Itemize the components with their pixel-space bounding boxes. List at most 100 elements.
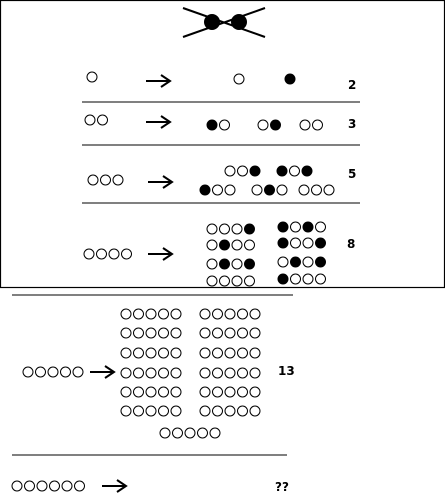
filled-circle [301,165,313,177]
outcome-row-3 [224,165,261,177]
input-circle [112,174,124,186]
empty-circle [145,327,157,339]
outcome-row-5 [120,386,182,398]
filled-circle [219,258,230,270]
outcome-row-5 [120,405,182,417]
empty-circle [158,367,169,379]
filled-circle [199,184,211,196]
filled-circle [315,256,326,268]
empty-circle [170,327,182,339]
empty-circle [120,308,132,320]
empty-circle [158,386,169,398]
empty-circle [145,367,157,379]
empty-circle [133,386,144,398]
filled-circle [277,237,289,249]
count-label-row-4: 8 [347,237,355,251]
outcome-row-5 [199,386,261,398]
empty-circle [159,427,171,439]
empty-circle [289,165,300,177]
empty-circle [212,184,223,196]
input-circles-row-1 [86,71,98,83]
empty-circle [290,273,301,285]
empty-circle [120,405,132,417]
empty-circle [237,347,248,359]
input-circles-row-6 [11,480,85,492]
input-circle [60,366,71,378]
empty-circle [249,386,261,398]
empty-circle [231,258,243,270]
outcome-row-5 [159,427,221,439]
empty-circle [290,221,301,233]
outcome-row-1 [233,73,245,85]
empty-circle [302,273,314,285]
outcome-row-3 [199,184,236,196]
input-circles-row-5 [22,366,84,378]
row-separators [12,101,360,456]
empty-circle [224,367,236,379]
empty-circle [244,239,255,251]
outcome-row-2 [206,119,230,131]
empty-circle [145,308,157,320]
empty-circle [158,405,169,417]
outcome-row-3 [298,184,335,196]
empty-circle [251,184,263,196]
empty-circle [231,223,243,235]
filled-circle [290,256,301,268]
crossed-pair-icon [182,7,266,38]
arrow-row-1 [146,74,172,88]
empty-circle [120,327,132,339]
arrow-row-6 [102,479,128,493]
empty-circle [276,184,288,196]
empty-circle [244,275,255,287]
empty-circle [199,327,211,339]
filled-circle [244,223,255,235]
empty-circle [133,405,144,417]
empty-circle [206,275,218,287]
input-circle [47,366,59,378]
outcome-row-2 [257,119,281,131]
empty-circle [237,405,248,417]
empty-circle [145,347,157,359]
empty-circle [172,427,183,439]
outcome-row-5 [120,367,182,379]
arrow-row-4 [148,247,174,261]
input-circle [86,71,98,83]
filled-circle [206,119,218,131]
input-circle [49,480,60,492]
filled-circle [277,273,289,285]
outcome-row-5 [199,367,261,379]
input-circle [108,248,120,260]
input-circle [87,174,99,186]
empty-circle [249,347,261,359]
arrow-row-5 [90,365,116,379]
empty-circle [199,367,211,379]
outcome-row-5 [120,347,182,359]
empty-circle [249,367,261,379]
outcome-row-4 [206,223,255,235]
filled-circle [302,221,314,233]
input-circle [11,480,23,492]
empty-circle [219,119,230,131]
empty-circle [120,386,132,398]
outcome-row-2 [299,119,323,131]
arrow-row-2 [146,115,172,129]
empty-circle [224,327,236,339]
outcome-row-4 [206,258,255,270]
input-circle [121,248,132,260]
input-circle [35,366,46,378]
outcome-row-5 [120,327,182,339]
input-circle [22,366,34,378]
input-circle [83,248,95,260]
empty-circle [312,119,323,131]
outcome-row-5 [199,347,261,359]
empty-circle [237,367,248,379]
outcome-row-4 [277,273,326,285]
rows [11,71,335,493]
empty-circle [184,427,196,439]
outcome-row-3 [276,165,313,177]
empty-circle [224,308,236,320]
empty-circle [212,405,223,417]
empty-circle [315,273,326,285]
outcome-row-4 [206,275,255,287]
